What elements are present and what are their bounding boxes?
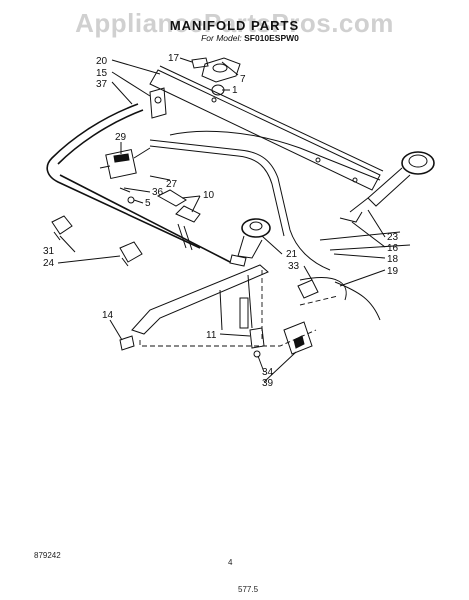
callout-31: 31 (43, 246, 55, 257)
callout-18: 18 (387, 254, 399, 265)
callout-10: 10 (203, 190, 215, 201)
burner-tubes (149, 130, 411, 321)
knob-24 (119, 241, 143, 267)
page-number: 4 (228, 558, 233, 567)
leader-lines (57, 57, 386, 383)
callout-24: 24 (43, 258, 55, 269)
callout-37: 37 (96, 79, 108, 90)
callout-17: 17 (168, 53, 180, 64)
footer-code: 879242 (34, 551, 61, 560)
callout-23: 23 (387, 232, 399, 243)
page-title: MANIFOLD PARTS (169, 18, 300, 33)
top-bracket (149, 65, 384, 191)
callout-39: 39 (262, 378, 274, 389)
lower-bracket (131, 264, 269, 335)
callout-21: 21 (286, 249, 298, 260)
bottom-mark: 577.5 (238, 585, 259, 594)
callout-7: 7 (240, 74, 246, 85)
callout-33: 33 (288, 261, 300, 272)
model-prefix: For Model: (201, 33, 242, 43)
callout-34: 34 (262, 367, 274, 378)
callout-27: 27 (166, 179, 178, 190)
callout-11: 11 (206, 330, 217, 341)
callout-36: 36 (152, 187, 164, 198)
knob-31 (51, 215, 73, 241)
model-number: SF010ESPW0 (244, 33, 299, 43)
part-7-nut (201, 57, 241, 96)
manifold-tube (46, 103, 231, 263)
callout-15: 15 (96, 68, 108, 79)
model-line: For Model: SF010ESPW0 (150, 33, 350, 43)
small-valves (119, 187, 201, 251)
callout-19: 19 (387, 266, 399, 277)
callout-29: 29 (115, 132, 127, 143)
igniter-parts (249, 279, 319, 358)
bracket-15 (149, 87, 167, 119)
valve-assembly (99, 147, 151, 180)
callout-1: 1 (232, 85, 238, 96)
right-burner (339, 151, 435, 223)
part-14 (119, 335, 135, 351)
callout-14: 14 (102, 310, 114, 321)
callout-5: 5 (145, 198, 151, 209)
callout-16: 16 (387, 243, 399, 254)
center-burner (229, 218, 271, 267)
watermark: AppliancePartsPros.com (75, 8, 394, 38)
callout-20: 20 (96, 56, 108, 67)
part-17 (191, 57, 209, 69)
